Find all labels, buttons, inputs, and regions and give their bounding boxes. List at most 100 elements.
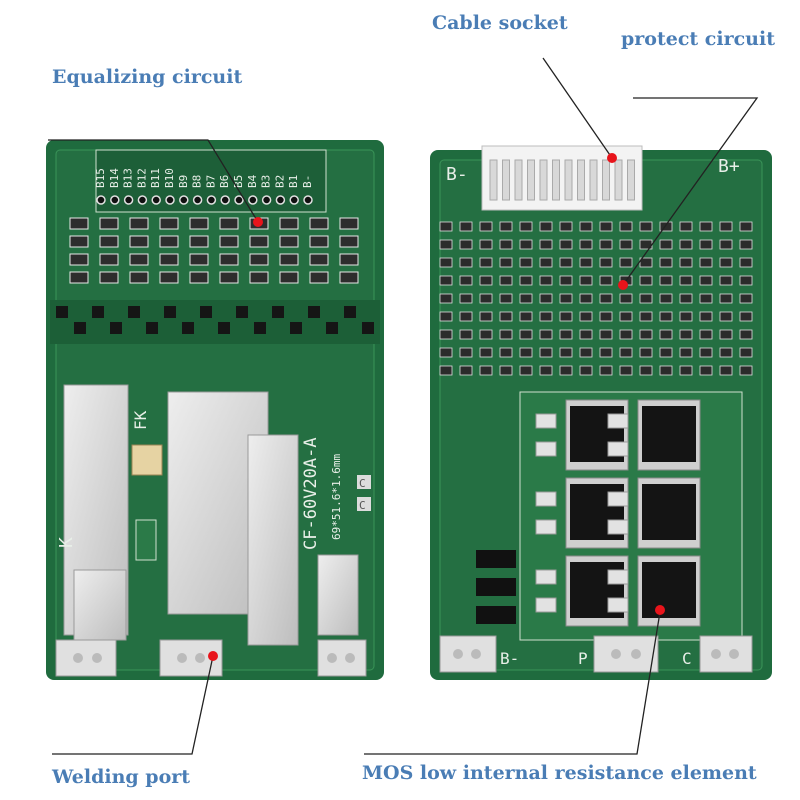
- smd-resistor: [699, 221, 713, 232]
- smd-resistor: [719, 365, 733, 376]
- right-pcb: B- B+ B- P C: [430, 145, 772, 680]
- socket-slot: [502, 159, 510, 201]
- socket-slot: [627, 159, 635, 201]
- smd-resistor: [719, 257, 733, 268]
- mosfet-body: [642, 562, 696, 618]
- welding-callout-line: [52, 655, 214, 755]
- smd-resistor: [439, 293, 453, 304]
- smd-resistor: [69, 235, 89, 248]
- smd-resistor: [439, 275, 453, 286]
- smd-resistor: [539, 239, 553, 250]
- smd-resistor: [219, 217, 239, 230]
- smd-resistor: [679, 311, 693, 322]
- smd-resistor: [499, 347, 513, 358]
- smd-resistor: [159, 217, 179, 230]
- pin-label: B15: [94, 168, 107, 188]
- smd-resistor: [439, 221, 453, 232]
- pin-hole: [151, 195, 161, 205]
- smd-resistor: [479, 239, 493, 250]
- smd-resistor: [519, 221, 533, 232]
- pin-label: B1: [287, 175, 300, 188]
- pin-hole: [192, 195, 203, 205]
- smd-resistor: [559, 257, 573, 268]
- smd-resistor: [599, 329, 613, 340]
- ic-chip: [290, 322, 302, 334]
- protect-callout-line: [622, 97, 759, 286]
- silk-c-2: C: [359, 499, 366, 512]
- smd-resistor: [519, 257, 533, 268]
- smd-resistor: [719, 239, 733, 250]
- smd-resistor: [129, 271, 149, 284]
- smd-resistor: [189, 253, 209, 266]
- mos-element-label: MOS low internal resistance element: [362, 762, 757, 784]
- smd-resistor: [639, 311, 653, 322]
- smd-resistor: [129, 253, 149, 266]
- smd-resistor: [499, 275, 513, 286]
- smd-resistor: [639, 275, 653, 286]
- mos-marker: [655, 605, 665, 615]
- smd-resistor: [579, 239, 593, 250]
- mosfet-pin: [607, 597, 629, 613]
- mosfet-body: [642, 406, 696, 462]
- socket-slot: [514, 159, 523, 201]
- ic-chip: [182, 322, 194, 334]
- smd-resistor: [619, 257, 633, 268]
- smd-resistor: [219, 253, 239, 266]
- ic-chip: [344, 306, 356, 318]
- smd-resistor: [309, 217, 329, 230]
- smd-resistor: [309, 271, 329, 284]
- pin-label: B7: [204, 175, 217, 188]
- smd-resistor: [439, 239, 453, 250]
- smd-resistor: [639, 221, 653, 232]
- smd-resistor: [699, 311, 713, 322]
- smd-resistor: [99, 271, 119, 284]
- pin-hole: [261, 195, 272, 205]
- pin-hole: [123, 195, 134, 205]
- smd-resistor: [279, 217, 299, 230]
- pin-label: B14: [108, 168, 121, 188]
- silk-c-bottom: C: [682, 649, 692, 668]
- smd-resistor: [659, 257, 673, 268]
- mosfet-array: [535, 399, 701, 627]
- pin-label: B13: [122, 168, 135, 188]
- socket-slot: [489, 159, 498, 201]
- smd-resistor: [559, 293, 573, 304]
- ic-chip: [362, 322, 374, 334]
- pin-hole: [96, 195, 106, 205]
- smd-resistor: [499, 329, 513, 340]
- smd-resistor: [519, 275, 533, 286]
- c-tab: [699, 635, 753, 673]
- welding-tab-3: [317, 639, 367, 677]
- smd-resistor: [579, 347, 593, 358]
- smd-resistor: [599, 275, 613, 286]
- smd-resistor: [679, 239, 693, 250]
- ic-chip: [164, 306, 176, 318]
- smd-resistor: [519, 347, 533, 358]
- smd-resistor: [99, 235, 119, 248]
- smd-resistor: [309, 235, 329, 248]
- smd-resistor: [459, 329, 473, 340]
- smd-resistor: [499, 257, 513, 268]
- smd-resistor: [339, 253, 359, 266]
- equalizing-marker: [253, 217, 263, 227]
- smd-resistor: [739, 221, 753, 232]
- smd-resistor: [659, 293, 673, 304]
- smd-resistor: [459, 221, 473, 232]
- smd-resistor: [459, 365, 473, 376]
- smd-resistor: [499, 365, 513, 376]
- smd-resistor: [679, 347, 693, 358]
- smd-resistor: [539, 275, 553, 286]
- smd-resistor: [189, 217, 209, 230]
- smd-resistor: [699, 365, 713, 376]
- smd-resistor: [559, 347, 573, 358]
- smd-resistor: [479, 311, 493, 322]
- smd-resistor: [69, 253, 89, 266]
- smd-resistor: [279, 271, 299, 284]
- smd-resistor: [659, 311, 673, 322]
- smd-resistor: [719, 275, 733, 286]
- smd-resistor: [619, 239, 633, 250]
- smd-resistor: [539, 257, 553, 268]
- pin-label: B12: [135, 168, 148, 188]
- pin-label: B11: [149, 168, 162, 188]
- pin-holes: [96, 195, 313, 205]
